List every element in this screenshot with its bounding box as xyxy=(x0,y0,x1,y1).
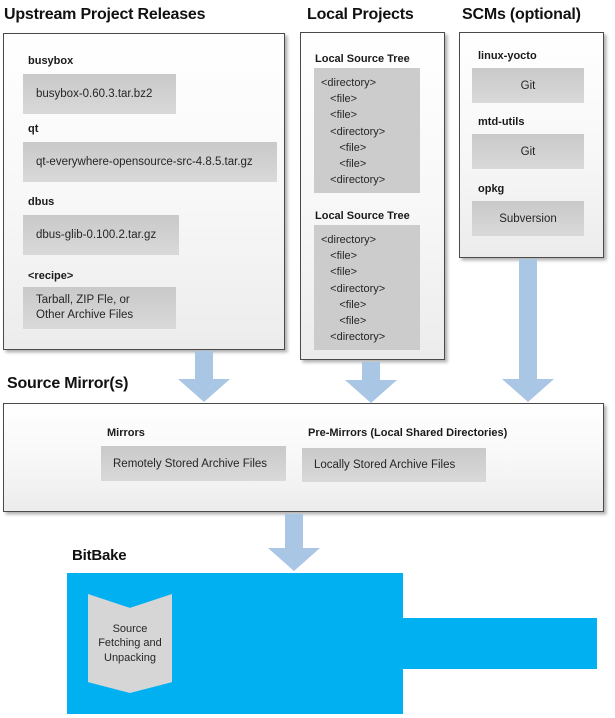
upstream-releases-title: Upstream Project Releases xyxy=(4,6,206,23)
arrow-head xyxy=(345,380,397,403)
scm-tool-box: Git xyxy=(472,68,584,103)
scms-title: SCMs (optional) xyxy=(462,6,581,23)
local-source-tree-box: <directory> <file> <file> <directory> <f… xyxy=(314,225,420,350)
local-projects-title: Local Projects xyxy=(307,6,414,23)
mirrors-archive-box: Remotely Stored Archive Files xyxy=(101,446,286,481)
upstream-item-label: qt xyxy=(28,123,39,135)
arrow-shaft xyxy=(195,351,213,379)
flow-arrow-local-to-mirrors xyxy=(345,362,397,403)
scm-item-label: mtd-utils xyxy=(478,116,525,128)
scms-panel: linux-yocto Git mtd-utils Git opkg Subve… xyxy=(459,32,604,258)
upstream-releases-panel: busybox busybox-0.60.3.tar.bz2 qt qt-eve… xyxy=(3,33,285,350)
scm-tool-box: Git xyxy=(472,134,584,169)
scm-tool-box: Subversion xyxy=(472,201,584,236)
scm-item-label: linux-yocto xyxy=(478,50,537,62)
premirrors-archive-box: Locally Stored Archive Files xyxy=(302,448,486,482)
upstream-archive-box: qt-everywhere-opensource-src-4.8.5.tar.g… xyxy=(23,142,277,182)
upstream-archive-box: Tarball, ZIP Fle, or Other Archive Files xyxy=(23,287,176,329)
upstream-item-label: <recipe> xyxy=(28,270,74,282)
arrow-shaft xyxy=(362,362,380,380)
local-source-tree-label: Local Source Tree xyxy=(315,53,410,65)
bitbake-output-bar xyxy=(403,618,597,669)
flow-arrow-upstream-to-mirrors xyxy=(178,351,230,402)
local-projects-panel: Local Source Tree <directory> <file> <fi… xyxy=(300,32,445,360)
arrow-head xyxy=(502,379,554,402)
bitbake-title: BitBake xyxy=(72,547,127,564)
flow-arrow-scms-to-mirrors xyxy=(502,259,554,402)
source-fetching-unpacking-step: Source Fetching and Unpacking xyxy=(88,594,172,693)
upstream-item-label: dbus xyxy=(28,196,55,208)
flow-arrow-mirrors-to-bitbake xyxy=(268,514,320,571)
source-fetching-unpacking-label: Source Fetching and Unpacking xyxy=(98,622,162,664)
upstream-item-label: busybox xyxy=(28,55,74,67)
premirrors-label: Pre-Mirrors (Local Shared Directories) xyxy=(308,427,508,439)
mirrors-label: Mirrors xyxy=(107,427,145,439)
upstream-archive-box: dbus-glib-0.100.2.tar.gz xyxy=(23,215,179,255)
source-mirrors-panel: Mirrors Remotely Stored Archive Files Pr… xyxy=(3,403,604,512)
local-source-tree-box: <directory> <file> <file> <directory> <f… xyxy=(314,68,420,193)
arrow-shaft xyxy=(519,259,537,379)
arrow-head xyxy=(178,379,230,402)
source-mirrors-title: Source Mirror(s) xyxy=(7,375,129,392)
scm-item-label: opkg xyxy=(478,183,505,195)
arrow-head xyxy=(268,548,320,571)
upstream-archive-box: busybox-0.60.3.tar.bz2 xyxy=(23,74,176,114)
local-source-tree-label: Local Source Tree xyxy=(315,210,410,222)
arrow-shaft xyxy=(285,514,303,548)
